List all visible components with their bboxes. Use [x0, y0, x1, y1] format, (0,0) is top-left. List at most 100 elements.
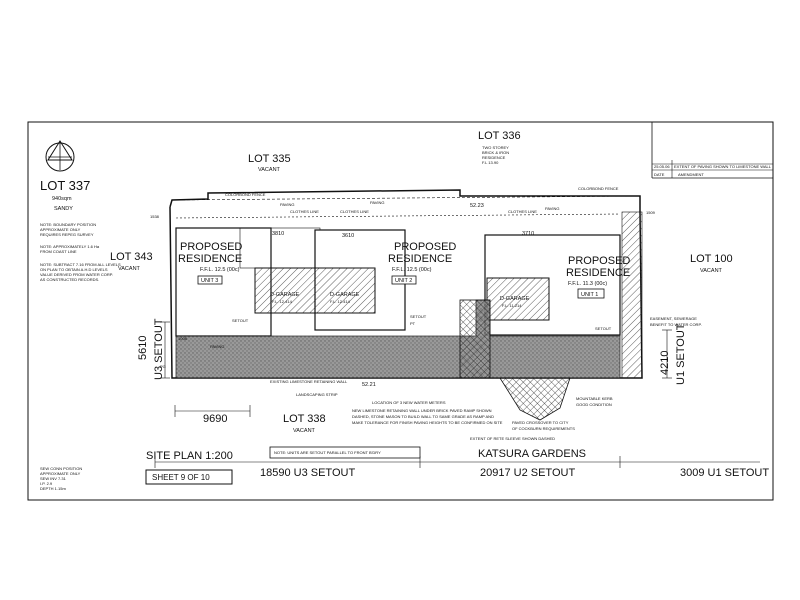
levels-note-1: NOTE: SUBTRACT 7.16 FROM ALL LEVELS [40, 262, 121, 267]
lot-337-soil: SANDY [54, 206, 73, 212]
clothes-line-1: CLOTHES LINE [290, 209, 319, 214]
unit-1-garage [486, 277, 550, 321]
existing-retaining-label: EXISTING LIMESTONE RETAINING WALL [270, 379, 348, 384]
bottom-u3-setout: 18590 U3 SETOUT [260, 467, 355, 479]
setout-marker-left: SETOUT [232, 318, 249, 323]
u3-setout-left: U3 SETOUT [153, 318, 165, 380]
setout-note: NOTE: UNITS ARE SETOUT PARALLEL TO FRONT… [274, 450, 381, 455]
site-plan-title: SITE PLAN 1:200 [146, 450, 233, 462]
unit-3-garage-level: F.L. 12.414 [272, 299, 293, 304]
lot-337-area: 940sqm [52, 196, 72, 202]
sheet-number: SHEET 9 OF 10 [152, 473, 210, 482]
north-arrow-icon [45, 140, 75, 172]
colorbond-fence-2: COLORBOND FENCE [578, 186, 619, 191]
setout-marker-right: SETOUT [595, 326, 612, 331]
paving-label-1: PAVING [280, 202, 295, 207]
kerb-note-1: MOUNTABLE KERB [576, 396, 613, 401]
lot-337-label: LOT 337 [40, 178, 90, 193]
ahd-note-2: FROM COAST LINE [40, 249, 77, 254]
unit-1-building [484, 234, 621, 336]
dim-3710: 3710 [522, 231, 534, 237]
dim-3610: 3610 [342, 233, 354, 239]
setout-note-box [269, 446, 421, 459]
paving-label-2: PAVING [370, 200, 385, 205]
lot-336-label: LOT 336 [478, 130, 521, 142]
lot-336-note-4: F.L 13.90 [482, 160, 499, 165]
unit-1-garage-level: F.L. 11.214 [502, 303, 522, 308]
unit-1-tag: UNIT 1 [581, 292, 598, 298]
sewer-note-1: SEW CONN POSITION [40, 466, 82, 471]
paving-label-4: PAVING [210, 344, 225, 349]
lot-336-note-3: RESIDENCE [482, 155, 506, 160]
lot-335-label: LOT 335 [248, 153, 291, 165]
easement-note-1: EASEMENT, SEWERAGE [650, 316, 697, 321]
lot-336-note-1: TWO STOREY [482, 145, 509, 150]
revision-text: EXTENT OF PAVING SHOWN TO LIMESTONE WALL [674, 164, 772, 169]
unit-1-ffl: F.F.L. 11.3 (00c) [568, 281, 607, 287]
unit-2-title-2: RESIDENCE [388, 253, 452, 265]
retaining-note-3: MAKE TOLERANCE FOR FINISH PAVING HEIGHTS… [352, 420, 503, 425]
retaining-note-2: DASHED, STONE MASON TO BUILD WALL TO SAM… [352, 414, 494, 419]
boundary-note-1: NOTE: BOUNDARY POSITION [40, 222, 96, 227]
unit-2-tag: UNIT 2 [395, 278, 412, 284]
unit-3-tag: UNIT 3 [201, 278, 218, 284]
u1-setout-right: U1 SETOUT [675, 323, 687, 385]
lot-335-status: VACANT [258, 167, 281, 173]
bottom-u1-setout: 3009 U1 SETOUT [680, 467, 769, 479]
lot-343-status: VACANT [118, 266, 141, 272]
unit-3-title: PROPOSED [180, 241, 242, 253]
dim-1509: 1509 [646, 210, 656, 215]
dim-5223: 52.23 [470, 203, 484, 209]
pg-label-left: PG [160, 364, 166, 369]
dim-4210: 4210 [659, 351, 671, 375]
unit-1-title-2: RESIDENCE [566, 267, 630, 279]
central-driveway [459, 299, 491, 379]
crossover-note-2: OF COCKBURN REQUIREMENTS [512, 426, 575, 431]
setout-marker-mid: SETOUT [410, 314, 427, 319]
unit-2-title: PROPOSED [394, 241, 456, 253]
bottom-u2-setout: 20917 U2 SETOUT [480, 467, 575, 479]
sewer-note-3: SEW INV 7.31 [40, 476, 67, 481]
paving-label-3: PAVING [545, 206, 560, 211]
lot-336-note-2: BRICK & IRON [482, 150, 509, 155]
unit-2-garage-level: F.L. 12.414 [330, 299, 351, 304]
easement-note-2: BENEFIT TO WATER CORP. [650, 322, 702, 327]
dim-9690: 9690 [203, 413, 227, 425]
ahd-note-1: NOTE: APPROXIMATELY 1.6 Ha [40, 244, 100, 249]
unit-3-garage [254, 267, 316, 314]
lot-100-label: LOT 100 [690, 253, 733, 265]
unit-2-ffl: F.F.L. 12.5 (00c) [392, 267, 432, 273]
unit-3-title-2: RESIDENCE [178, 253, 242, 265]
revision-date: 25.05.06 [654, 164, 670, 169]
lot-343-label: LOT 343 [110, 251, 153, 263]
crossover [455, 377, 571, 421]
landscaping-label: LANDSCAPING STRIP [296, 392, 338, 397]
levels-note-4: AS CONSTRUCTED RECORDS. [40, 277, 99, 282]
retaining-note-1: NEW LIMESTONE RETAINING WALL UNDER BRICK… [352, 408, 492, 413]
dim-1008: 1008 [178, 336, 188, 341]
crossover-note-1: PAVED CROSSOVER TO CITY [512, 420, 569, 425]
boundary-note-3: REQUIRES REPEG SURVEY [40, 232, 94, 237]
date-header: DATE [654, 172, 665, 177]
kerb-note-2: GOOD CONDITION [576, 402, 612, 407]
sewer-note-5: DEPTH 1.15m [40, 486, 66, 491]
dim-3810: 3810 [272, 231, 284, 237]
pt-label-mid: PT [410, 321, 416, 326]
unit-2-garage [314, 267, 376, 314]
unit-2-garage-label: D-GARAGE [330, 292, 360, 298]
levels-note-3: VALUE DERIVED FROM WATER CORP. [40, 272, 113, 277]
sewer-note-2: APPROXIMATE ONLY [40, 471, 81, 476]
retaining-wall-top [175, 213, 621, 219]
sewer-note-4: I.P. 2.9 [40, 481, 53, 486]
unit-1-title: PROPOSED [568, 255, 630, 267]
lot-338-status: VACANT [293, 428, 316, 434]
sheet-border [27, 121, 774, 501]
lot-100-status: VACANT [700, 268, 723, 274]
dim-1538: 1538 [150, 214, 160, 219]
water-meters-label: LOCATION OF 3 NEW WATER METERS [372, 400, 446, 405]
unit-3-ffl: F.F.L. 12.5 (00c) [200, 267, 240, 273]
lot-338-label: LOT 338 [283, 413, 326, 425]
sleeve-note: EXTENT OF RETE SLEEVE SHOWN DASHED [470, 436, 555, 441]
clothes-line-2: CLOTHES LINE [340, 209, 369, 214]
